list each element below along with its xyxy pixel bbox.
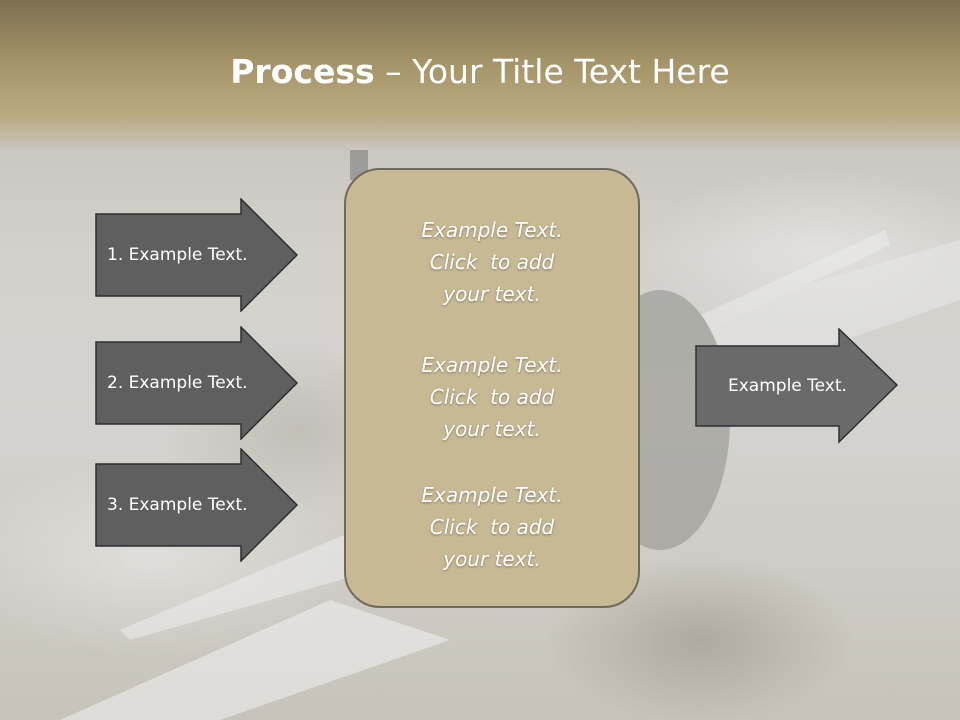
title-rest: – Your Title Text Here <box>374 52 730 91</box>
left-arrow-1[interactable]: 1. Example Text. <box>95 198 300 312</box>
block-1-line-3: your text. <box>443 282 541 306</box>
block-3-line-3: your text. <box>443 547 541 571</box>
block-3-line-2: Click to add <box>429 515 555 539</box>
arrow-shape-3 <box>95 448 299 562</box>
block-2-line-3: your text. <box>443 417 541 441</box>
center-text-block-3: Example Text. Click to add your text. <box>346 479 638 575</box>
arrow-shape-1 <box>95 198 299 312</box>
right-arrow-label: Example Text. <box>728 376 847 396</box>
block-3-line-1: Example Text. <box>421 483 563 507</box>
title-band <box>0 0 960 150</box>
left-arrow-2[interactable]: 2. Example Text. <box>95 326 300 440</box>
block-1-line-1: Example Text. <box>421 218 563 242</box>
slide-title[interactable]: Process – Your Title Text Here <box>0 52 960 91</box>
right-arrow-shape <box>695 328 899 444</box>
title-bold: Process <box>230 52 375 91</box>
left-arrow-2-label: 2. Example Text. <box>107 373 248 393</box>
center-text-block-2: Example Text. Click to add your text. <box>346 349 638 445</box>
center-text-block-1: Example Text. Click to add your text. <box>346 214 638 310</box>
left-arrow-3[interactable]: 3. Example Text. <box>95 448 300 562</box>
right-arrow[interactable]: Example Text. <box>695 328 900 444</box>
arrow-shape-2 <box>95 326 299 440</box>
block-2-line-1: Example Text. <box>421 353 563 377</box>
left-arrow-3-label: 3. Example Text. <box>107 495 248 515</box>
block-2-line-2: Click to add <box>429 385 555 409</box>
left-arrow-1-label: 1. Example Text. <box>107 245 248 265</box>
center-text-box[interactable]: Example Text. Click to add your text. Ex… <box>344 168 640 608</box>
block-1-line-2: Click to add <box>429 250 555 274</box>
